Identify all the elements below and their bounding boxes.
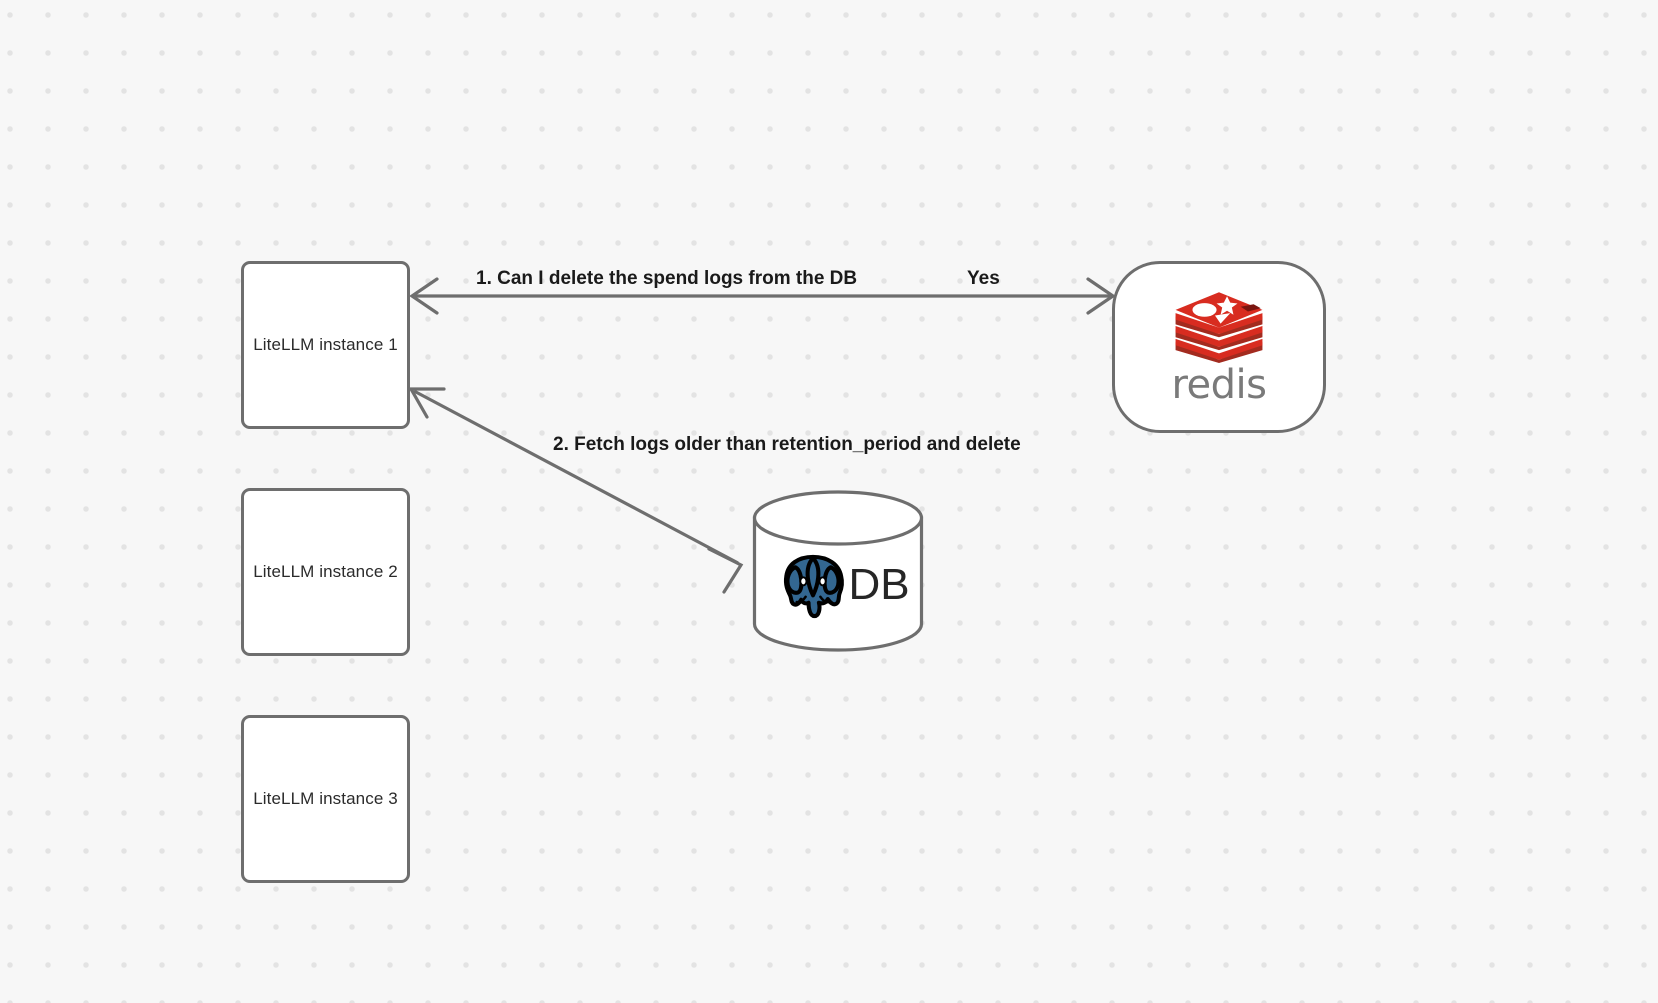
node-label-instance-1: LiteLLM instance 1 <box>253 335 398 354</box>
node-litellm-instance-2[interactable]: LiteLLM instance 2 <box>241 488 410 656</box>
db-label: DB <box>848 560 910 609</box>
node-litellm-instance-3[interactable]: LiteLLM instance 3 <box>241 715 410 883</box>
node-label-instance-3: LiteLLM instance 3 <box>253 789 398 808</box>
arrowhead-upleft-instance1 <box>408 387 446 419</box>
edge-label-step-2: 2. Fetch logs older than retention_perio… <box>553 434 1021 455</box>
arrowhead-downright-db <box>707 547 744 594</box>
node-litellm-instance-1[interactable]: LiteLLM instance 1 <box>241 261 410 429</box>
node-database[interactable]: DB <box>752 490 924 652</box>
edge-instance1-redis <box>409 277 1116 315</box>
redis-logo-icon <box>1175 292 1263 363</box>
postgresql-elephant-icon <box>784 554 845 619</box>
arrowhead-right-redis <box>1086 277 1116 315</box>
node-label-instance-2: LiteLLM instance 2 <box>253 562 398 581</box>
redis-wordmark-label: redis <box>1171 362 1267 408</box>
node-redis[interactable]: redis <box>1112 261 1326 433</box>
edge-line-instance1-db <box>413 389 739 565</box>
arrowhead-left-instance1 <box>409 277 439 315</box>
edge-label-step-1: 1. Can I delete the spend logs from the … <box>476 268 858 289</box>
edge-label-yes: Yes <box>967 268 1000 289</box>
edge-instance1-db <box>408 387 744 594</box>
